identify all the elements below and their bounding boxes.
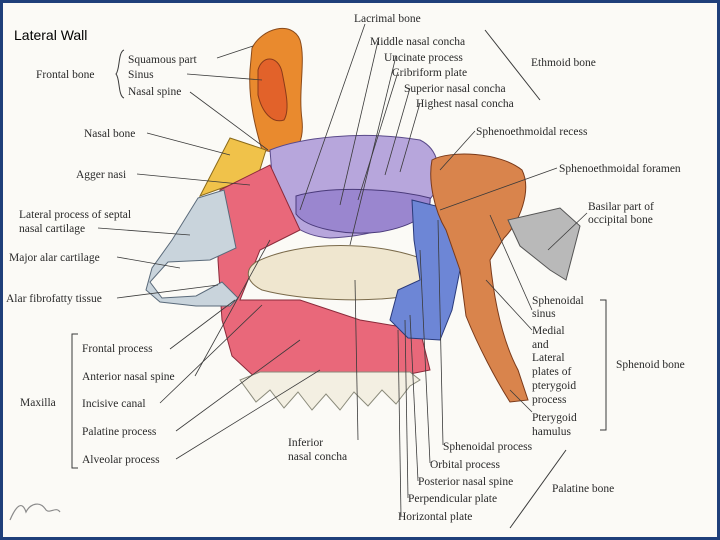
label-medial-line5: pterygoid	[532, 380, 576, 392]
label-sphenoethmoidal-foramen: Sphenoethmoidal foramen	[559, 163, 681, 175]
label-cribriform-plate: Cribriform plate	[392, 67, 467, 79]
label-sphenoethmoidal-recess: Sphenoethmoidal recess	[476, 126, 588, 138]
leader-lines	[97, 23, 588, 517]
label-superior-nasal-concha: Superior nasal concha	[404, 83, 506, 95]
sphenoid-bracket	[600, 299, 607, 431]
palatine-bracket	[509, 449, 567, 529]
occipital-bone-shape	[507, 207, 581, 281]
label-medial-line2: and	[532, 339, 549, 351]
label-squamous-part: Squamous part	[128, 54, 197, 66]
label-lateral-process-line2: nasal cartilage	[19, 223, 85, 235]
label-highest-nasal-concha: Highest nasal concha	[416, 98, 514, 110]
label-nasal-spine: Nasal spine	[128, 86, 181, 98]
label-middle-nasal-concha: Middle nasal concha	[370, 36, 465, 48]
artist-signature	[9, 503, 61, 521]
maxilla-bracket	[71, 333, 78, 469]
teeth-shape	[239, 371, 421, 411]
label-pterygoid-line1: Pterygoid	[532, 412, 577, 424]
label-incisive-canal: Incisive canal	[82, 398, 146, 410]
frontal-sinus-shape	[257, 58, 288, 122]
slide-title: Lateral Wall	[14, 27, 88, 43]
label-inferior-line2: nasal concha	[288, 451, 347, 463]
label-basilar-line2: occipital bone	[588, 214, 653, 226]
label-lateral-process-line1: Lateral process of septal	[19, 209, 131, 221]
label-palatine-process: Palatine process	[82, 426, 157, 438]
label-perpendicular-plate: Perpendicular plate	[408, 493, 497, 505]
label-sinus: Sinus	[128, 69, 154, 81]
label-medial-line1: Medial	[532, 325, 565, 337]
label-medial-line3: Lateral	[532, 352, 565, 364]
label-medial-line6: process	[532, 394, 567, 406]
brackets	[71, 29, 607, 529]
label-ethmoid-bone: Ethmoid bone	[531, 57, 596, 69]
label-frontal-bone: Frontal bone	[36, 69, 94, 81]
label-orbital-process: Orbital process	[430, 459, 500, 471]
label-sphenoid-bone: Sphenoid bone	[616, 359, 685, 371]
label-major-alar-cartilage: Major alar cartilage	[9, 252, 100, 264]
sphenoid-bone-shape	[430, 153, 529, 403]
label-alveolar-process: Alveolar process	[82, 454, 160, 466]
label-agger-nasi: Agger nasi	[76, 169, 126, 181]
label-uncinate-process: Uncinate process	[384, 52, 463, 64]
label-sphenoidal-sinus-line1: Sphenoidal	[532, 295, 584, 307]
label-posterior-nasal-spine: Posterior nasal spine	[418, 476, 513, 488]
label-frontal-process: Frontal process	[82, 343, 153, 355]
label-horizontal-plate: Horizontal plate	[398, 511, 472, 523]
label-anterior-nasal-spine: Anterior nasal spine	[82, 371, 175, 383]
label-palatine-bone: Palatine bone	[552, 483, 614, 495]
labels: Lacrimal bone Middle nasal concha Uncina…	[6, 13, 685, 523]
label-nasal-bone: Nasal bone	[84, 128, 135, 140]
ethmoid-bracket	[484, 29, 541, 101]
label-alar-fibrofatty-tissue: Alar fibrofatty tissue	[6, 293, 102, 305]
label-pterygoid-line2: hamulus	[532, 426, 571, 438]
label-basilar-line1: Basilar part of	[588, 201, 654, 213]
label-medial-line4: plates of	[532, 366, 571, 378]
middle-concha-shape	[295, 188, 431, 234]
label-maxilla: Maxilla	[20, 397, 56, 409]
nasal-cartilage-shape	[145, 189, 239, 307]
label-sphenoidal-sinus-line2: sinus	[532, 308, 556, 320]
frontal-bracket	[115, 49, 125, 99]
label-inferior-line1: Inferior	[288, 437, 323, 449]
label-sphenoidal-process: Sphenoidal process	[443, 441, 533, 453]
label-lacrimal-bone: Lacrimal bone	[354, 13, 421, 25]
